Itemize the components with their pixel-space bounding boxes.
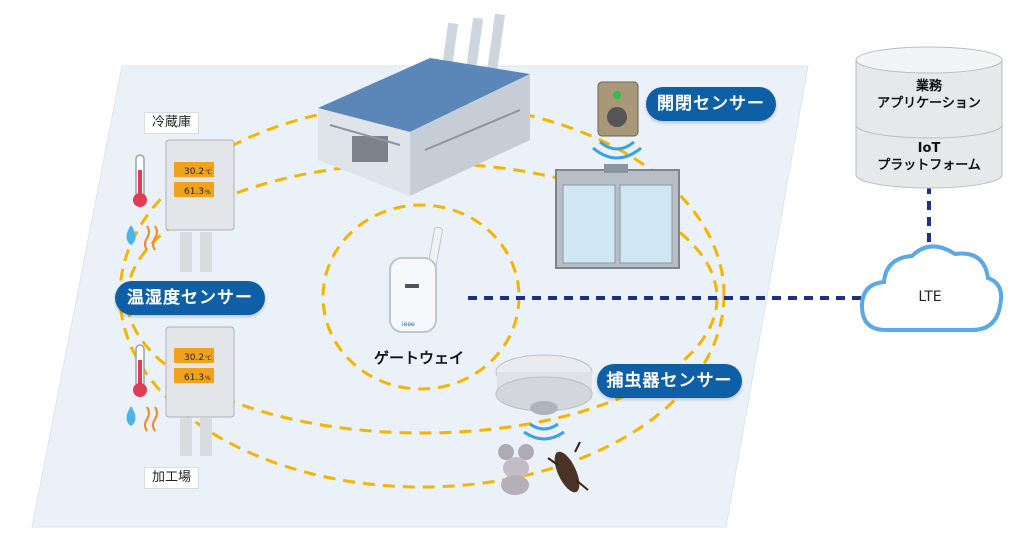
temp-humidity-sensor-label: 温湿度センサー [115, 281, 265, 315]
automatic-door-icon [555, 164, 680, 269]
temperature-unit-lower: ℃ [205, 355, 212, 362]
gateway-device-icon: ieee [389, 226, 443, 333]
temperature-unit-upper: ℃ [205, 169, 212, 176]
business-app-label: 業務 アプリケーション [877, 79, 981, 111]
cloud-icon [859, 244, 1004, 332]
temp-humidity-sensor-device-lower: 30.2 61.3 ℃ % [165, 326, 235, 456]
humidity-reading-lower: 61.3 [184, 373, 204, 383]
refrigerator-label: 冷蔵庫 [144, 112, 200, 134]
humidity-reading-upper: 61.3 [184, 187, 204, 197]
thermometer-icon [133, 344, 147, 397]
mouse-icon [498, 444, 534, 495]
temp-humidity-sensor-device-upper: 30.2 61.3 ℃ % [165, 139, 235, 272]
database-stack-icon [855, 46, 1003, 189]
pest-trap-icon [495, 354, 593, 441]
temperature-reading-upper: 30.2 [184, 167, 204, 177]
gateway-label: ゲートウェイ [373, 349, 464, 367]
humidity-unit-lower: % [205, 375, 211, 382]
gateway-badge: ieee [402, 321, 415, 328]
lte-label: LTE [918, 289, 942, 305]
water-drop-icon [126, 225, 158, 251]
water-drop-icon [126, 406, 158, 432]
iot-platform-label: IoT プラットフォーム [877, 141, 981, 173]
pest-sensor-label: 捕虫器センサー [597, 364, 742, 398]
processing-area-label: 加工場 [144, 467, 200, 489]
cockroach-icon [547, 441, 589, 493]
temperature-reading-lower: 30.2 [184, 353, 204, 363]
thermometer-icon [133, 154, 147, 207]
humidity-unit-upper: % [205, 189, 211, 196]
open-close-sensor-label: 開閉センサー [646, 87, 776, 121]
door-sensor-icon [592, 81, 642, 160]
factory-building-icon [318, 13, 530, 196]
